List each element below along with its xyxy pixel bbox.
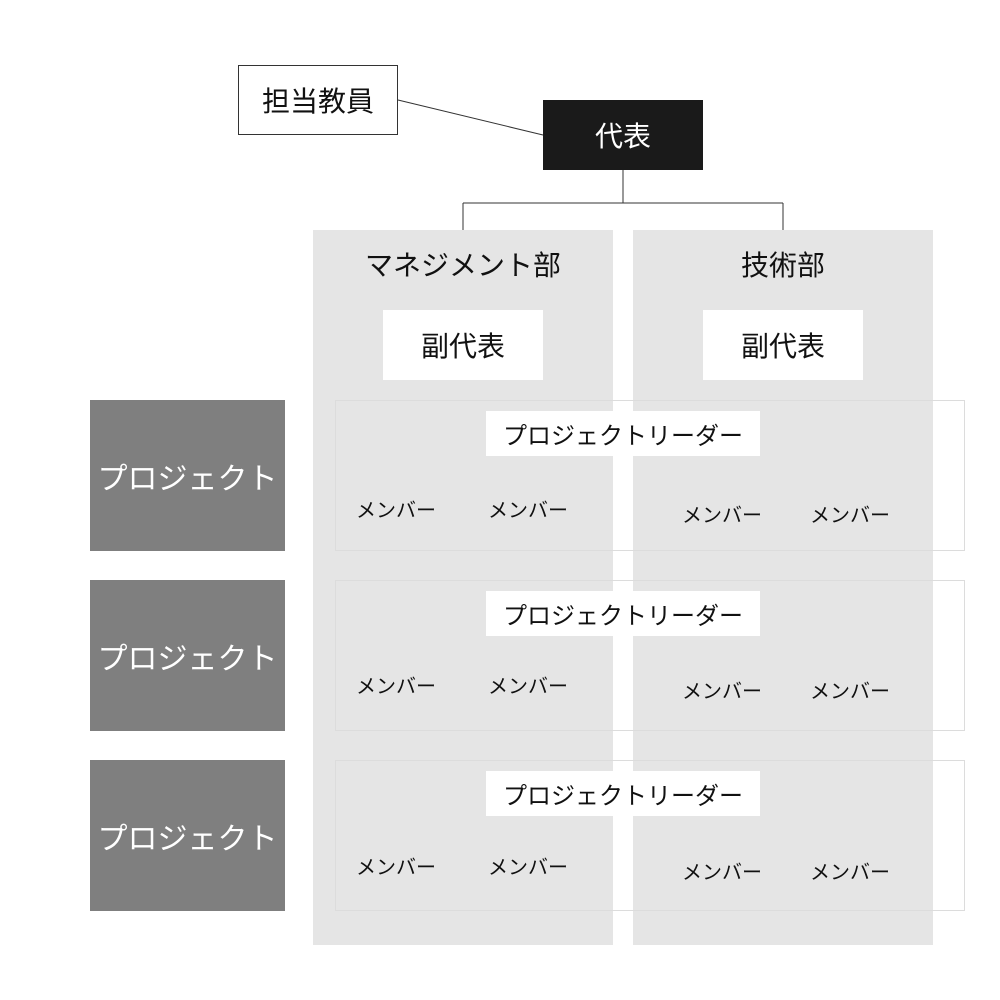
member-label: メンバー [810, 502, 890, 527]
member-label: メンバー [488, 854, 568, 879]
project-leader-box: プロジェクトリーダー [486, 771, 760, 816]
project-row: プロジェクト プロジェクトリーダー メンバー メンバー メンバー メンバー [90, 400, 965, 551]
project-row: プロジェクト プロジェクトリーダー メンバー メンバー メンバー メンバー [90, 760, 965, 911]
department-management: マネジメント部 副代表 [313, 230, 613, 945]
vice-representative-box: 副代表 [383, 310, 543, 380]
project-label: プロジェクト [90, 400, 285, 551]
department-title: 技術部 [740, 249, 825, 282]
member-label: メンバー [356, 673, 436, 698]
advisor-box: 担当教員 [238, 65, 398, 135]
department-title: マネジメント部 [364, 249, 561, 282]
project-row: プロジェクト プロジェクトリーダー メンバー メンバー メンバー メンバー [90, 580, 965, 731]
project-row-frame [335, 580, 965, 731]
member-label: メンバー [682, 502, 762, 527]
project-leader-box: プロジェクトリーダー [486, 411, 760, 456]
member-label: メンバー [356, 497, 436, 522]
member-label: メンバー [488, 497, 568, 522]
project-label: プロジェクト [90, 760, 285, 911]
member-label: メンバー [488, 673, 568, 698]
department-technical: 技術部 副代表 [633, 230, 933, 945]
vice-representative-box: 副代表 [703, 310, 863, 380]
member-label: メンバー [682, 859, 762, 884]
member-label: メンバー [356, 854, 436, 879]
member-label: メンバー [810, 859, 890, 884]
project-label: プロジェクト [90, 580, 285, 731]
member-label: メンバー [682, 678, 762, 703]
project-row-frame [335, 400, 965, 551]
project-row-frame [335, 760, 965, 911]
representative-box: 代表 [543, 100, 703, 170]
member-label: メンバー [810, 678, 890, 703]
advisor-connector [397, 99, 544, 136]
project-leader-box: プロジェクトリーダー [486, 591, 760, 636]
